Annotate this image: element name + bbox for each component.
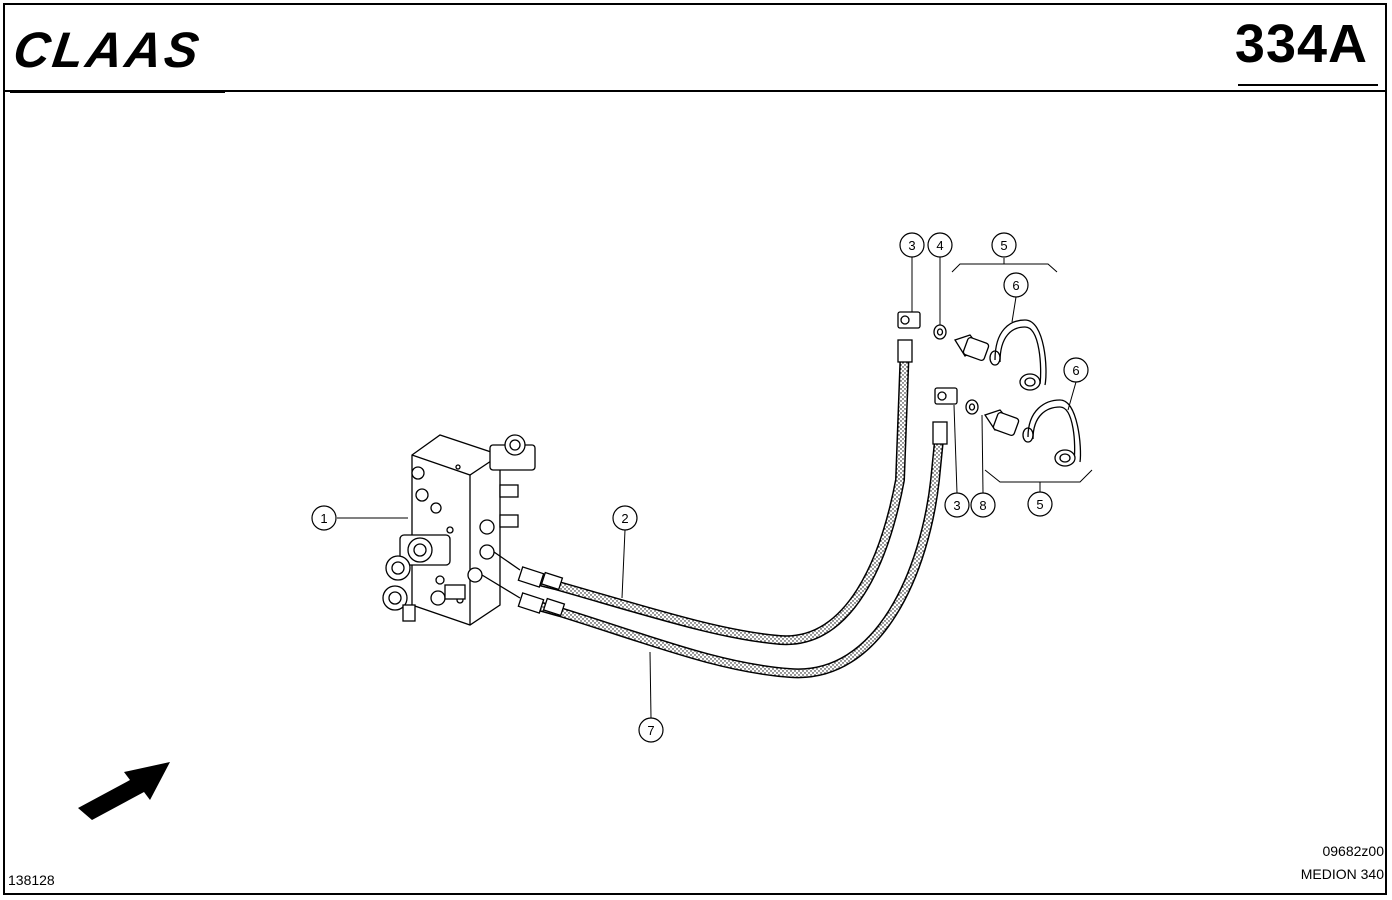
callout-label: 6: [1012, 278, 1019, 293]
callout-label: 1: [320, 511, 327, 526]
frame-border: [3, 3, 1387, 895]
callout-label: 8: [979, 498, 986, 513]
callout-list: 1 2 3 4 5 6 6: [311, 232, 1089, 743]
header-divider: [3, 90, 1387, 92]
page-number: 334A: [1234, 14, 1368, 74]
callout-7: 7: [638, 717, 664, 743]
upper-coupling-assembly: [897, 311, 1047, 391]
hose-7: [517, 421, 948, 679]
callout-label: 7: [647, 723, 654, 738]
direction-arrow-icon: [78, 762, 170, 820]
hose-2: [517, 339, 913, 646]
callout-6-lower: 6: [1063, 357, 1089, 383]
callout-label: 3: [908, 238, 915, 253]
callout-8: 8: [970, 492, 996, 518]
logo-underline: [10, 91, 225, 93]
callout-3-upper: 3: [899, 232, 925, 258]
page-number-underline: [1238, 84, 1378, 86]
callout-5-upper: 5: [991, 232, 1017, 258]
sheet-id: 138128: [8, 872, 55, 888]
callout-1: 1: [311, 505, 337, 531]
callout-2: 2: [612, 505, 638, 531]
lower-coupling-assembly: [934, 387, 1082, 467]
callout-label: 4: [936, 238, 943, 253]
leader-lines: [337, 257, 1093, 719]
callout-3-lower: 3: [944, 492, 970, 518]
callout-label: 2: [621, 511, 628, 526]
callout-4: 4: [927, 232, 953, 258]
callout-label: 3: [953, 498, 960, 513]
callout-label: 5: [1000, 238, 1007, 253]
callout-label: 5: [1036, 497, 1043, 512]
valve-block: [382, 434, 536, 626]
drawing-number: 09682z00: [1322, 843, 1384, 859]
callout-6-upper: 6: [1003, 272, 1029, 298]
model-name: MEDION 340: [1300, 866, 1384, 882]
callout-5-lower: 5: [1027, 491, 1053, 517]
callout-label: 6: [1072, 363, 1079, 378]
